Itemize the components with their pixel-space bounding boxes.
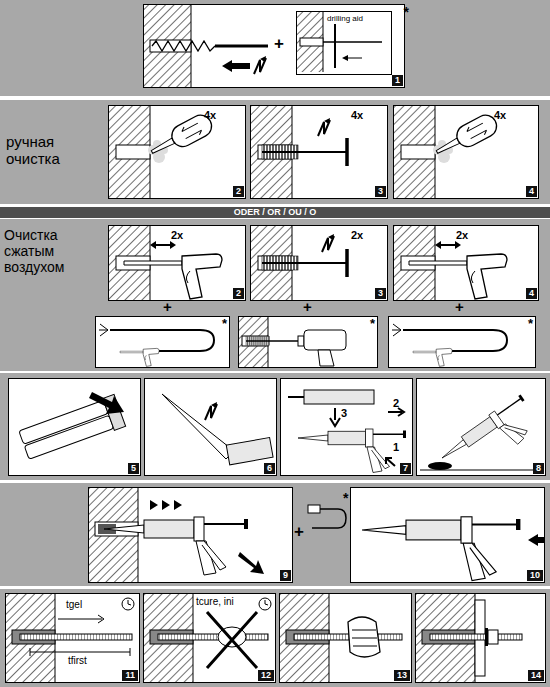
step-number: 7 bbox=[400, 463, 411, 474]
option-box: * bbox=[388, 316, 536, 368]
step-number: 6 bbox=[264, 463, 275, 474]
option-box: * bbox=[95, 316, 230, 368]
step-number: 14 bbox=[528, 670, 544, 681]
plus-sign: + bbox=[455, 298, 464, 315]
step-panel: 2x 3 bbox=[250, 225, 388, 301]
plus-sign: + bbox=[303, 298, 312, 315]
step-number: 5 bbox=[128, 463, 139, 474]
step-number: 13 bbox=[394, 670, 410, 681]
repeat-count: 2x bbox=[171, 229, 183, 242]
piston-plug-figure bbox=[308, 505, 320, 513]
step-number: 4 bbox=[526, 288, 537, 299]
sub-step-number: 3 bbox=[341, 407, 347, 420]
step-panel: 5 bbox=[8, 378, 141, 476]
step-panel: 8 bbox=[416, 378, 546, 476]
step-panel: tcure, ini 12 bbox=[143, 593, 276, 683]
option-mark: * bbox=[370, 317, 375, 332]
option-box: drilling aid* bbox=[296, 11, 392, 75]
plus-sign: + bbox=[163, 298, 172, 315]
method-label: ручная очистка bbox=[6, 133, 96, 168]
separator-band: ODER / OR / OU / O bbox=[0, 207, 550, 218]
time-label: tgel bbox=[66, 599, 82, 611]
step-panel: 4x 3 bbox=[250, 105, 388, 199]
sub-step-number: 2 bbox=[393, 397, 399, 410]
option-mark: * bbox=[222, 317, 227, 332]
time-label: tcure, ini bbox=[196, 596, 234, 608]
method-band: ручная очистка 4x 2 4x 3 4x 4 bbox=[0, 100, 550, 204]
step-panel: 4x 4 bbox=[393, 105, 539, 199]
step-panel: 2x 2 bbox=[108, 225, 246, 301]
step-number: 4 bbox=[526, 186, 537, 197]
step-panel: 14 bbox=[415, 593, 546, 683]
step-number: 1 bbox=[392, 75, 403, 86]
piston-plug-figure bbox=[312, 509, 346, 528]
repeat-count: 4x bbox=[204, 109, 216, 122]
option-mark: * bbox=[528, 317, 533, 332]
step-number: 2 bbox=[233, 288, 244, 299]
row-background bbox=[0, 0, 550, 96]
option-mark: * bbox=[343, 490, 348, 506]
step-panel: 3 2 17 bbox=[280, 378, 413, 476]
row-background bbox=[0, 589, 550, 687]
step-number: 8 bbox=[533, 463, 544, 474]
step-panel: 9 bbox=[88, 487, 293, 583]
sub-step-number: 1 bbox=[393, 441, 399, 454]
repeat-count: 2x bbox=[351, 229, 363, 242]
plus-sign: + bbox=[294, 522, 304, 542]
option-box: * bbox=[238, 316, 378, 368]
step-number: 10 bbox=[527, 570, 543, 581]
repeat-count: 4x bbox=[494, 109, 506, 122]
step-panel: 2x 4 bbox=[393, 225, 539, 301]
separator-text: ODER / OR / OU / O bbox=[0, 207, 550, 218]
option-note: drilling aid bbox=[327, 14, 363, 23]
option-mark: * bbox=[404, 4, 409, 20]
step-panel: tgel tfirst 11 bbox=[5, 593, 140, 683]
step-number: 3 bbox=[375, 288, 386, 299]
step-number: 2 bbox=[233, 186, 244, 197]
row-background bbox=[0, 483, 550, 586]
time-label: tfirst bbox=[68, 655, 87, 667]
step-panel: 6 bbox=[144, 378, 277, 476]
step-number: 11 bbox=[122, 670, 138, 681]
plus-sign: + bbox=[274, 34, 284, 54]
step-panel: 13 bbox=[279, 593, 412, 683]
method-band: Очистка сжатым воздухом 2x 2 2x 3 2x 4 * * * bbox=[0, 219, 550, 371]
method-label: Очистка сжатым воздухом bbox=[4, 227, 104, 275]
repeat-count: 4x bbox=[351, 109, 363, 122]
step-panel: 10 bbox=[350, 487, 545, 583]
step-number: 3 bbox=[375, 186, 386, 197]
step-number: 12 bbox=[258, 670, 274, 681]
step-panel: 4x 2 bbox=[108, 105, 246, 199]
row-background bbox=[0, 373, 550, 480]
piston-plug-figure bbox=[308, 505, 346, 528]
step-number: 9 bbox=[280, 570, 291, 581]
repeat-count: 2x bbox=[456, 229, 468, 242]
